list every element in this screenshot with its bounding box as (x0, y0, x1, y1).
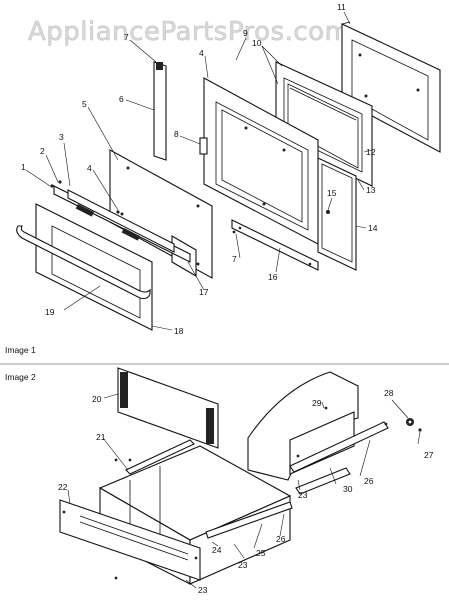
callout-17: 17 (199, 287, 209, 297)
section-label-image-2: Image 2 (5, 372, 36, 382)
callout-13: 13 (366, 185, 376, 195)
callout-9: 9 (243, 28, 248, 38)
callout-8: 8 (174, 129, 179, 139)
part-door-side-trim (153, 61, 167, 161)
watermark-text: AppliancePartsPros.com (28, 17, 350, 47)
callout-3: 3 (59, 132, 64, 142)
part-drawer-slide-rail-front (205, 501, 293, 539)
part-drawer-slide-rail-rear (114, 439, 195, 475)
callout-10: 10 (252, 38, 262, 48)
callout-22: 22 (58, 482, 68, 492)
part-drawer-back-panel (117, 367, 219, 449)
callout-20: 20 (92, 394, 102, 404)
part-drawer-roller (406, 418, 414, 426)
callout-15: 15 (327, 188, 337, 198)
part-door-bottom-channel (231, 219, 319, 271)
callout-29: 29 (312, 398, 322, 408)
callout-18: 18 (174, 326, 184, 336)
callout-26-left: 26 (276, 534, 286, 544)
image1-leader-lines (25, 11, 373, 331)
part-hinge-bracket (199, 137, 208, 155)
callout-23-middle: 23 (238, 560, 248, 570)
callout-28: 28 (384, 388, 394, 398)
image2-callouts: 20 21 22 23 24 23 25 26 23 30 26 29 28 2… (58, 388, 434, 595)
part-outer-door-panel (341, 21, 441, 153)
callout-27: 27 (424, 450, 434, 460)
callout-12: 12 (366, 147, 376, 157)
callout-4-right: 4 (199, 48, 204, 58)
part-door-window-glass (275, 61, 373, 187)
callout-23-bottom: 23 (198, 585, 208, 595)
callout-21: 21 (96, 432, 106, 442)
callout-1: 1 (21, 162, 26, 172)
image2-leader-lines (67, 393, 421, 589)
callout-26-right: 26 (364, 476, 374, 486)
callout-23-right: 23 (298, 490, 308, 500)
callout-11: 11 (337, 2, 346, 12)
callout-6: 6 (119, 94, 124, 104)
callout-14: 14 (368, 223, 378, 233)
part-door-handle (16, 225, 151, 300)
part-drawer-front-panel (59, 499, 201, 581)
callout-4: 4 (87, 163, 92, 173)
image1-callouts: 1 2 3 4 5 6 7 8 4 9 10 11 12 13 14 15 16… (21, 2, 378, 336)
callout-25: 25 (256, 548, 266, 558)
callout-16: 16 (268, 272, 278, 282)
part-drawer-support-frame (247, 371, 389, 495)
part-roller-screw (418, 428, 422, 432)
part-screw (232, 210, 330, 234)
callout-30: 30 (343, 484, 353, 494)
callout-7-bottom: 7 (232, 254, 237, 264)
callout-19: 19 (45, 307, 55, 317)
callout-24: 24 (212, 545, 222, 555)
part-door-top-trim (50, 180, 191, 263)
callout-7: 7 (124, 32, 129, 42)
section-label-image-1: Image 1 (5, 345, 36, 355)
callout-5: 5 (82, 99, 87, 109)
part-door-side-panel (317, 157, 357, 271)
callout-2: 2 (40, 146, 45, 156)
